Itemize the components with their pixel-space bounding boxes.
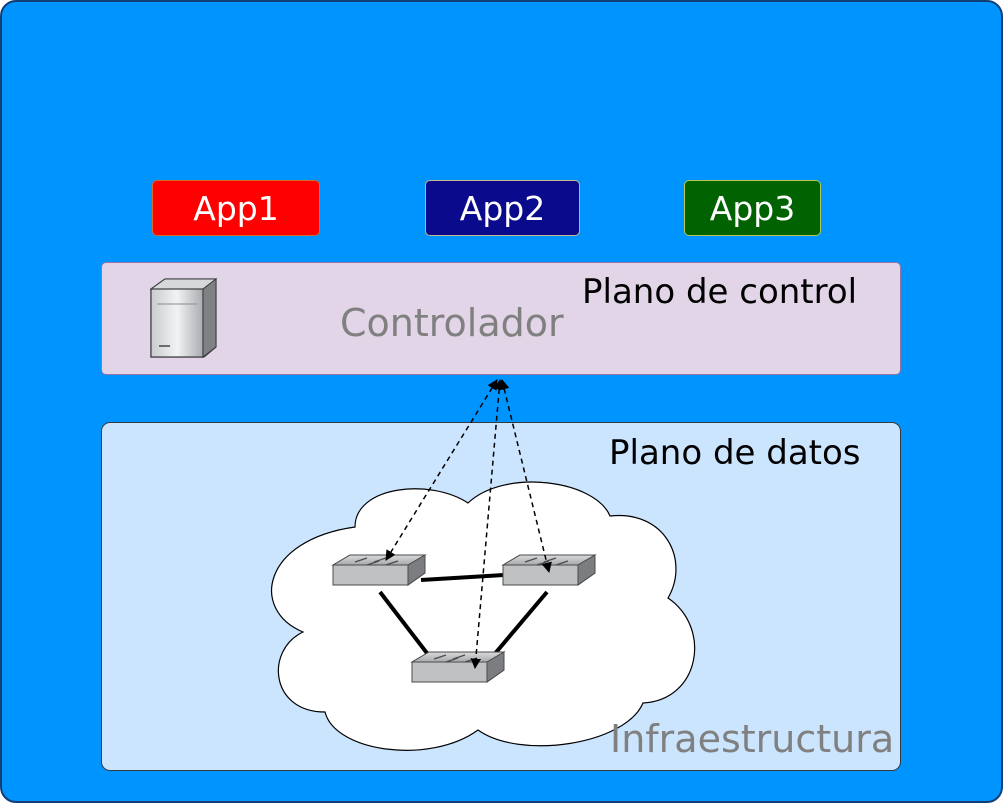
data-plane-title: Plano de datos xyxy=(609,433,861,473)
server-icon xyxy=(149,277,218,359)
switch-icon xyxy=(331,554,427,586)
app3-label: App3 xyxy=(709,188,796,228)
switch-icon xyxy=(501,554,597,586)
app2-label: App2 xyxy=(459,188,546,228)
app3-box: App3 xyxy=(684,180,821,236)
control-link-3 xyxy=(470,378,505,670)
control-link-2 xyxy=(499,378,552,574)
switch-icon xyxy=(410,651,506,683)
control-plane-title: Plano de control xyxy=(582,272,858,312)
app2-box: App2 xyxy=(425,180,580,236)
control-plane-box xyxy=(101,262,901,375)
infrastructure-label: Infraestructura xyxy=(610,717,895,761)
controller-label: Controlador xyxy=(340,301,564,345)
control-connections xyxy=(385,378,552,670)
cloud-icon xyxy=(271,481,696,751)
app1-box: App1 xyxy=(152,180,320,236)
app1-label: App1 xyxy=(193,188,279,228)
